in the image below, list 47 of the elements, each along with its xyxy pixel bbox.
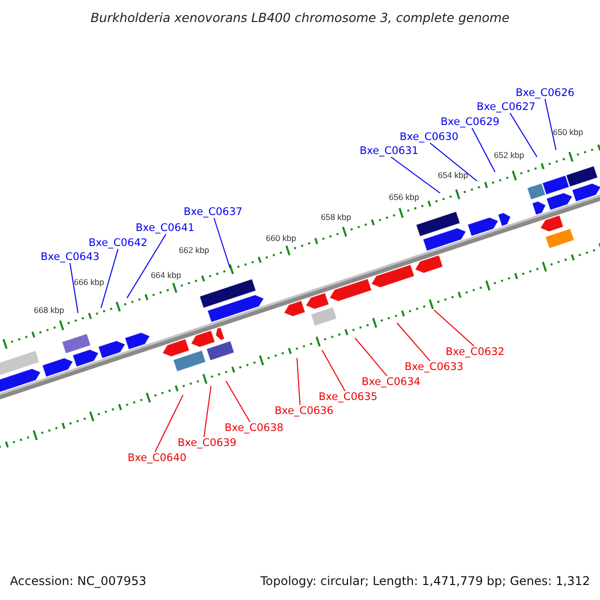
title: Burkholderia xenovorans LB400 chromosome 3, complete genome: [90, 10, 510, 25]
leader-line: [430, 142, 478, 182]
scale-label: 664 kbp: [150, 271, 182, 281]
leader-line: [296, 358, 300, 406]
gene-label: Bxe_C0626: [516, 86, 574, 100]
gene-label: Bxe_C0629: [440, 116, 500, 128]
gene-label: Bxe_C0627: [476, 100, 536, 114]
scale-label: 658 kbp: [320, 213, 352, 223]
gene-label: Bxe_C0636: [274, 404, 334, 418]
leader-line: [226, 380, 250, 422]
leader-line: [154, 394, 184, 452]
leader-line: [472, 128, 496, 172]
leader-line: [70, 262, 78, 314]
gene-label: Bxe_C0637: [184, 206, 242, 218]
scale-label: 660 kbp: [266, 234, 296, 244]
leader-line: [434, 310, 474, 346]
gene-label: Bxe_C0641: [136, 222, 194, 234]
leader-line: [214, 218, 230, 268]
leader-line: [126, 234, 166, 298]
scale-label: 656 kbp: [388, 193, 420, 203]
gene-label: Bxe_C0633: [404, 360, 464, 374]
accession-text: Accession: NC_007953: [10, 574, 146, 588]
gene-label: Bxe_C0632: [446, 346, 504, 358]
leader-line: [390, 156, 440, 194]
scale-label: 654 kbp: [438, 171, 468, 181]
scale-label: 650 kbp: [552, 128, 584, 138]
scale-label: 668 kbp: [34, 306, 64, 316]
genome-info-text: Topology: circular; Length: 1,471,779 bp; Genes: 1,312: [260, 574, 590, 588]
scale-label: 662 kbp: [178, 246, 210, 256]
leader-line: [510, 112, 538, 158]
gene-label: Bxe_C0638: [224, 422, 284, 434]
leader-line: [396, 322, 430, 362]
leader-line: [322, 350, 346, 392]
leader-line: [100, 248, 118, 308]
gene-label: Bxe_C0640: [128, 452, 186, 464]
gene-label: Bxe_C0642: [88, 236, 148, 250]
gene-label: Bxe_C0630: [400, 130, 458, 144]
leader-line: [544, 98, 556, 150]
leader-line: [354, 338, 388, 376]
gene-label: Bxe_C0643: [40, 250, 100, 264]
gene-label: Bxe_C0634: [362, 376, 420, 388]
gene-label: Bxe_C0635: [318, 390, 378, 404]
gene-label: Bxe_C0631: [360, 144, 418, 158]
scale-label: 666 kbp: [74, 278, 104, 288]
gene-label: Bxe_C0639: [178, 436, 236, 450]
leader-line: [204, 386, 212, 438]
scale-label: 652 kbp: [494, 151, 524, 161]
